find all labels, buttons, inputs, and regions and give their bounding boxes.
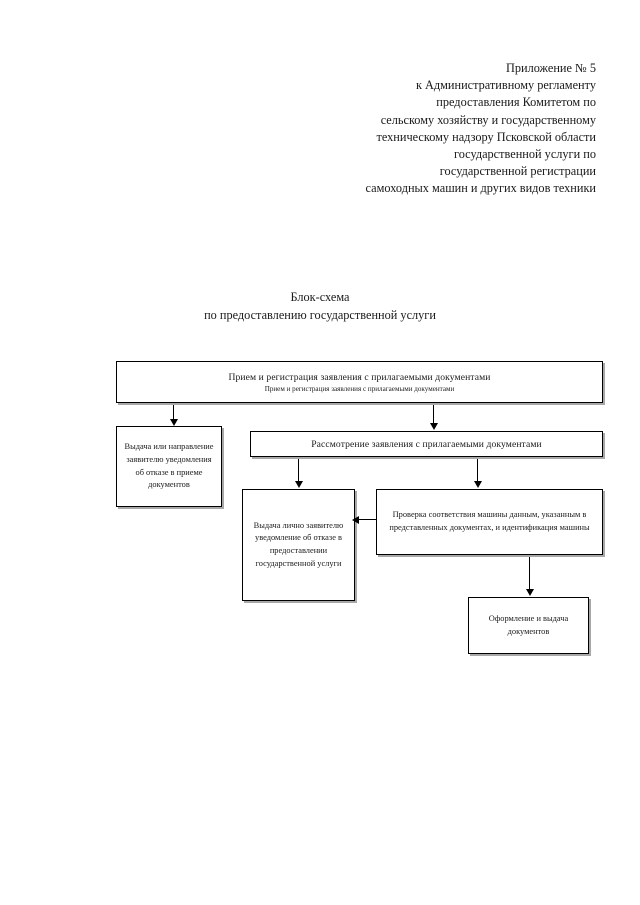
flow-node-refusal-of-acceptance-text: Выдача или направление заявителю уведомл… xyxy=(124,442,214,490)
flow-node-refusal-of-service-text: Выдача лично заявителю уведомление об от… xyxy=(253,520,344,568)
page-title: Блок-схема по предоставлению государстве… xyxy=(0,288,640,324)
header-line-5: техническому надзору Псковской области xyxy=(376,129,596,144)
flow-node-document-issuance-text: Оформление и выдача документов xyxy=(488,613,569,636)
flow-node-refusal-of-service: Выдача лично заявителю уведомление об от… xyxy=(242,489,355,601)
flow-node-intake-secondary: Прием и регистрация заявления с прилагае… xyxy=(264,384,455,393)
header-line-7: государственной регистрации xyxy=(439,164,596,179)
flow-node-machine-verification: Проверка соответствия машины данным, ука… xyxy=(376,489,603,555)
connector-intake-to-refusal-of-acceptance xyxy=(169,405,178,426)
header-line-3: предоставления Комитетом по xyxy=(436,95,596,110)
flow-node-refusal-of-acceptance: Выдача или направление заявителю уведомл… xyxy=(116,426,222,507)
header-line-8: самоходных машин и других видов техники xyxy=(365,181,596,196)
connector-verification-to-issuance xyxy=(525,557,534,596)
connector-intake-to-review xyxy=(429,405,438,430)
header-line-1: Приложение № 5 xyxy=(505,61,596,75)
connector-review-to-refusal-of-service xyxy=(294,459,303,488)
header-line-4: сельскому хозяйству и государственному xyxy=(380,112,596,127)
flow-node-intake-primary: Прием и регистрация заявления с прилагае… xyxy=(228,371,491,383)
connector-verification-to-refusal-of-service xyxy=(352,515,376,524)
flow-node-application-review: Рассмотрение заявления с прилагаемыми до… xyxy=(250,431,603,457)
flow-node-machine-verification-text: Проверка соответствия машины данным, ука… xyxy=(389,510,590,532)
flow-node-intake: Прием и регистрация заявления с прилагае… xyxy=(116,361,603,403)
appendix-header: Приложение № 5 к Административному регла… xyxy=(300,60,596,198)
header-line-6: государственной услуги по xyxy=(453,147,596,162)
connector-review-to-verification xyxy=(473,459,482,488)
title-line-1: Блок-схема xyxy=(290,290,350,304)
title-line-2: по предоставлению государственной услуги xyxy=(204,308,436,322)
header-line-2: к Административному регламенту xyxy=(415,78,596,93)
flow-node-document-issuance: Оформление и выдача документов xyxy=(468,597,589,654)
flow-node-application-review-text: Рассмотрение заявления с прилагаемыми до… xyxy=(311,438,542,450)
